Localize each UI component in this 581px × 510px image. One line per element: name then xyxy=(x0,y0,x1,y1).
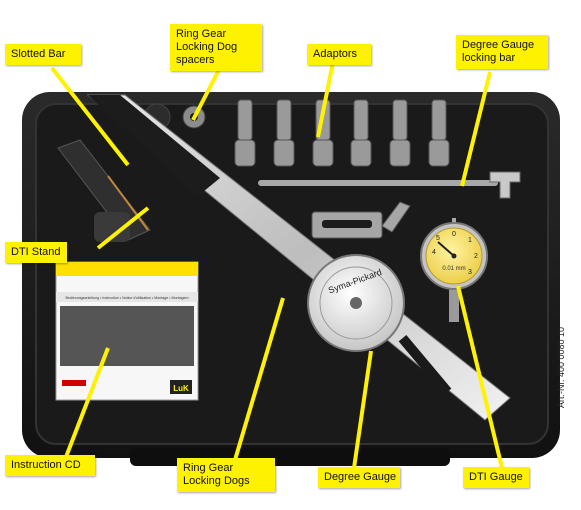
callout-ring-gear-dogs: Ring Gear Locking Dogs xyxy=(177,458,275,492)
callout-degree-gauge-locking-bar: Degree Gauge locking bar xyxy=(456,35,548,69)
dti-stand xyxy=(57,139,151,242)
cd-cover-logo: LuK xyxy=(173,384,189,393)
dti-number: 5 xyxy=(436,235,440,242)
adaptors xyxy=(234,99,450,167)
callout-leaders xyxy=(50,59,504,469)
dti-number: 2 xyxy=(474,253,478,260)
callout-dti-stand: DTI Stand xyxy=(5,242,67,263)
ring-gear-dogs xyxy=(311,201,411,239)
dti-number: 0 xyxy=(452,231,456,238)
degree-gauge-locking-bar xyxy=(258,171,521,199)
slotted-bar xyxy=(86,94,511,421)
cd-cover-header: Bedienungsanleitung • Instruction • Noti… xyxy=(66,296,189,300)
callout-dti-gauge: DTI Gauge xyxy=(463,467,529,488)
dti-number: 4 xyxy=(432,249,436,256)
dti-gauge xyxy=(420,218,488,322)
degree-gauge xyxy=(307,254,405,352)
instruction-cd xyxy=(55,261,199,401)
dti-gauge-unit: 0.01 mm xyxy=(442,266,465,272)
callout-slotted-bar: Slotted Bar xyxy=(5,44,81,65)
dti-dial-numbers: 0 1 2 3 4 5 xyxy=(432,231,478,276)
dti-number: 1 xyxy=(468,237,472,244)
dti-number: 3 xyxy=(468,269,472,276)
callout-adaptors: Adaptors xyxy=(307,44,371,65)
callout-instruction-cd: Instruction CD xyxy=(5,455,95,476)
callout-ring-gear-spacers: Ring Gear Locking Dog spacers xyxy=(170,24,262,71)
callout-degree-gauge: Degree Gauge xyxy=(318,467,400,488)
article-number: Art.-Nr. 400 0080 10 xyxy=(556,326,566,408)
